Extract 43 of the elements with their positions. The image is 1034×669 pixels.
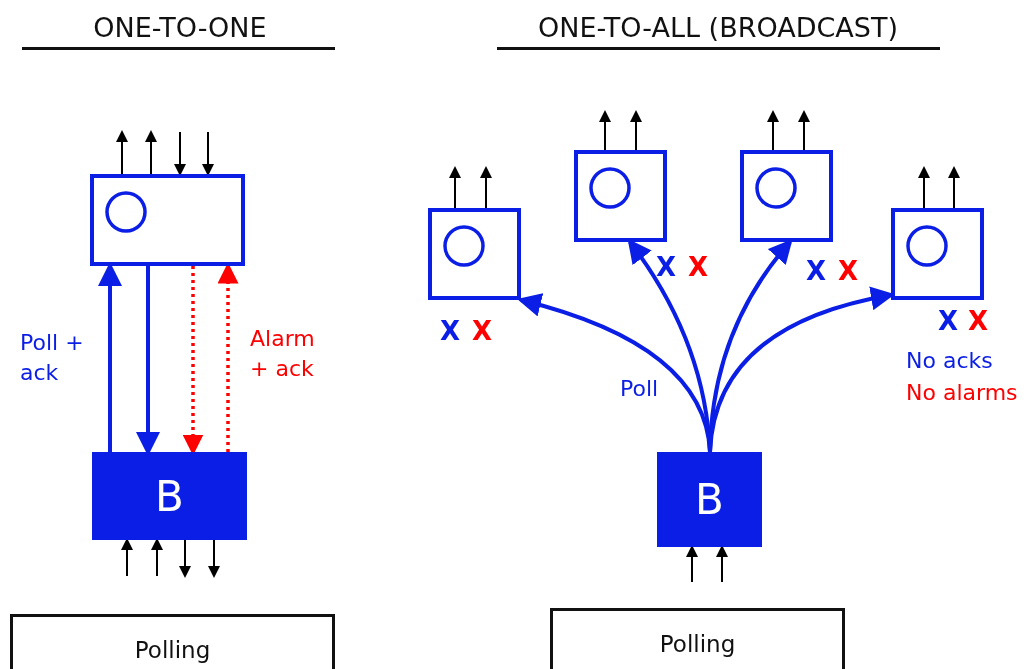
- device-box: [428, 208, 521, 300]
- arrow: [480, 166, 492, 209]
- caption-box: [550, 608, 845, 669]
- note-text: No alarms: [906, 380, 1018, 405]
- arrow: [599, 110, 611, 151]
- x-mark: X: [838, 256, 859, 286]
- node-letter: B: [155, 471, 184, 521]
- x-mark: X: [440, 316, 461, 346]
- device-box: [740, 150, 833, 242]
- arrow: [145, 130, 157, 175]
- note-text: No acks: [906, 348, 993, 373]
- caption-text: Polling: [659, 631, 736, 657]
- arrow: [798, 110, 810, 151]
- master-box: [657, 452, 762, 547]
- caption-box: [10, 614, 335, 669]
- arrow: [948, 166, 960, 209]
- arrow: [174, 131, 186, 176]
- heading: ONE-TO-ALL (BROADCAST): [538, 12, 898, 43]
- arrow: [121, 538, 133, 577]
- arrow: [151, 538, 163, 577]
- master-box: [92, 452, 247, 540]
- x-mark: X: [968, 306, 989, 336]
- arrow: [202, 131, 214, 176]
- arrow: [179, 539, 191, 578]
- arrow: [116, 130, 128, 175]
- heading: ONE-TO-ONE: [93, 12, 267, 43]
- device-box: [574, 150, 667, 242]
- arrow: [630, 110, 642, 151]
- arrow: [208, 539, 220, 578]
- x-mark: X: [688, 252, 709, 282]
- x-mark: X: [806, 256, 827, 286]
- arrow: [918, 166, 930, 209]
- arrow: [686, 545, 698, 583]
- arrow: [767, 110, 779, 151]
- x-mark: X: [472, 316, 493, 346]
- arrow: [716, 545, 728, 583]
- device-box: [891, 208, 984, 300]
- caption-text: Polling: [134, 637, 211, 663]
- x-mark: X: [938, 306, 959, 336]
- arrow: [449, 166, 461, 209]
- device-box: [90, 174, 245, 266]
- x-mark: X: [656, 252, 677, 282]
- node-letter: B: [695, 475, 724, 524]
